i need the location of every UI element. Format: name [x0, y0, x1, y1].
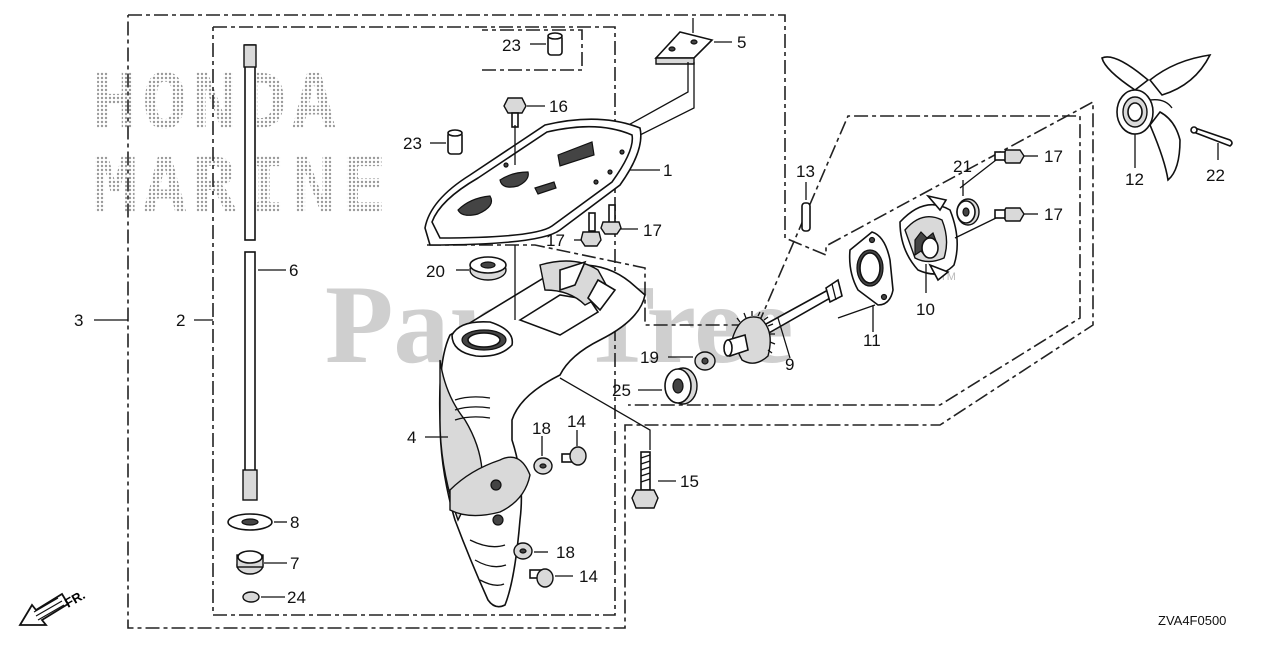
bolt-17-upper-right — [994, 149, 1025, 164]
leader-9 — [777, 317, 791, 359]
assembly-boundary-inner — [212, 26, 616, 616]
callout-23-lower: 23 — [403, 134, 422, 153]
callout-3: 3 — [74, 311, 83, 330]
watermark-honda: HONDA — [92, 57, 341, 146]
extension-case-gasket — [424, 118, 642, 246]
callout-22: 22 — [1206, 166, 1225, 185]
callout-17-a: 17 — [546, 231, 565, 250]
screw-14-lower — [529, 568, 554, 588]
screw-14-upper — [561, 446, 587, 466]
callout-13: 13 — [796, 162, 815, 181]
grommet-upper — [547, 32, 563, 56]
oil-seal — [956, 198, 980, 226]
callout-4: 4 — [407, 428, 416, 447]
front-label: FR. — [62, 587, 88, 610]
callout-2: 2 — [176, 311, 185, 330]
watermark-marine: MARINE — [92, 141, 391, 230]
washer-18-lower — [513, 542, 533, 560]
assembly-boundary-outer — [127, 14, 1094, 629]
front-direction-arrow-icon — [18, 592, 70, 626]
callout-10: 10 — [916, 300, 935, 319]
bearing-20 — [469, 256, 507, 281]
callout-17-b: 17 — [643, 221, 662, 240]
callout-23-upper: 23 — [502, 36, 521, 55]
grommet-bracket-line — [482, 29, 583, 71]
callout-24: 24 — [287, 588, 306, 607]
bolt-17-left — [580, 212, 602, 247]
grommet-lower — [447, 129, 463, 155]
callout-25: 25 — [612, 381, 631, 400]
callout-21: 21 — [953, 157, 972, 176]
callout-18-upper: 18 — [532, 419, 551, 438]
bolt-16 — [503, 97, 527, 128]
drive-shaft-lower — [242, 251, 258, 501]
callout-9: 9 — [785, 355, 794, 374]
cotter-pin — [1190, 126, 1233, 147]
water-pump-housing — [899, 194, 958, 282]
callout-7: 7 — [290, 554, 299, 573]
diagram-code: ZVA4F0500 — [1158, 613, 1226, 628]
callout-16: 16 — [549, 97, 568, 116]
callout-14-lower: 14 — [579, 567, 598, 586]
washer-19 — [694, 351, 716, 371]
gear-case — [438, 260, 646, 608]
callout-1: 1 — [663, 161, 672, 180]
drive-shaft-upper — [243, 44, 257, 241]
callout-20: 20 — [426, 262, 445, 281]
bolt-15 — [631, 451, 659, 509]
propeller-shaft — [723, 278, 843, 364]
callout-14-upper: 14 — [567, 412, 586, 431]
callout-6: 6 — [289, 261, 298, 280]
washer-18-upper — [533, 457, 553, 475]
shear-pin — [801, 202, 811, 232]
propeller — [1101, 53, 1212, 182]
leader-17-lower-link — [954, 217, 997, 239]
water-pump-gasket — [848, 231, 894, 306]
callout-15: 15 — [680, 472, 699, 491]
callout-8: 8 — [290, 513, 299, 532]
bolt-17-lower-right — [994, 207, 1025, 222]
callout-18-lower: 18 — [556, 543, 575, 562]
callout-5: 5 — [737, 33, 746, 52]
shaft-nut — [242, 591, 260, 603]
callout-19: 19 — [640, 348, 659, 367]
leader-17-upper-link — [959, 159, 997, 189]
thrust-washer — [227, 513, 273, 531]
leader-11-link — [837, 304, 876, 319]
bolt-17-right — [600, 204, 622, 235]
pinion-gear — [236, 550, 264, 575]
anode-plate — [654, 31, 714, 65]
bearing-25 — [664, 367, 698, 405]
honda-marine-watermark: HONDA MARINE — [92, 57, 391, 230]
leader-5-link — [604, 62, 689, 139]
callout-11: 11 — [863, 331, 881, 350]
callout-17-d: 17 — [1044, 205, 1063, 224]
callout-12: 12 — [1125, 170, 1144, 189]
leader-15-link — [559, 377, 651, 450]
callout-17-c: 17 — [1044, 147, 1063, 166]
